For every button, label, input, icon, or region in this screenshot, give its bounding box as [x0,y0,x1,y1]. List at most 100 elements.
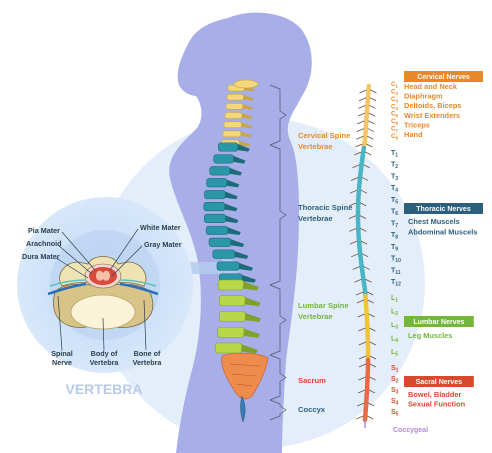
vertebra-label: Arachnoid [26,239,62,248]
spinous-process [241,122,253,128]
vertebra [216,261,240,271]
vertebra [208,237,232,247]
section-label-coccyx: Coccyx [298,405,326,414]
nerve-function: Leg Muscles [408,331,452,340]
cord-segment [363,293,371,363]
section-bracket-cervical [269,84,287,146]
vertebra [206,178,228,188]
nerve-root-label: S1 [391,365,399,374]
nerve-root-label: T6 [391,209,398,218]
vertebra [217,279,244,291]
nerve-root-label: L1 [391,295,398,304]
spinous-process [243,95,254,101]
vertebra [209,166,231,176]
nerve-root-label: S4 [391,398,399,407]
nerve-function: Diaphragm [404,92,443,101]
nerve-root-label: T7 [391,220,398,229]
nerve-badge-label: Lumbar Nerves [413,319,464,326]
spinous-process [244,313,262,322]
nerve-function: Deltoids, Biceps [404,101,462,110]
vertebra [213,154,234,164]
spinous-process [241,113,253,119]
vertebra [204,213,226,224]
vertebra [218,142,239,152]
coccygeal-label: Coccygeal [393,427,428,434]
nerve-root-label: T5 [391,197,398,206]
spinous-process [238,263,253,271]
nerve-root-label: T4 [391,185,398,194]
nerve-function: Chest Muscels [408,217,460,226]
section-bracket-sacrum [269,354,287,401]
section-bracket-coccyx [269,399,287,421]
spinous-process [227,227,241,236]
nerve-function: Head and Neck [404,82,458,91]
nerve-root-label: T2 [391,162,398,171]
cord-segment [355,145,368,299]
vertebra [203,201,226,212]
cord-segment [362,357,371,423]
vertebra [226,93,244,101]
nerve-function: Hand [404,130,423,139]
spinal-column [203,79,269,423]
vertebra [217,326,245,338]
nerve-badge-label: Cervical Nerves [417,74,470,81]
vertebra-label: White Mater [140,223,181,232]
spinous-process [242,281,259,291]
vertebra [205,225,229,235]
body-silhouette [169,12,312,453]
spinous-process [224,203,238,212]
vertebra-label: Gray Mater [144,240,182,249]
nerve-root-label: T3 [391,173,398,182]
section-bracket-lumbar [269,284,287,356]
nerve-badge-label: Thoracic Nerves [416,206,471,213]
vertebra-label: Dura Mater [22,252,60,261]
spinous-process [242,104,254,110]
vertebra [219,295,246,307]
nerve-root-label: L5 [391,349,398,358]
nerve-root-label: T1 [391,150,398,159]
nerve-root-label: C5 [391,111,398,119]
spinous-process [230,239,245,247]
nerve-root-label: L4 [391,336,398,345]
nerve-badge-lumbar [404,316,474,327]
cord-segment [361,83,372,151]
vertebra [218,311,246,322]
nerve-root-label: C1 [391,81,398,89]
spinous-process [241,344,258,354]
spinous-process [226,179,240,188]
spinal-cord: C1C2C3C4C5C6C7C8T1T2T3T4T5T6T7T8T9T10T11… [348,81,401,428]
spinous-process [240,131,252,138]
spinous-process [237,144,250,152]
nerve-root-label: C8 [391,133,398,141]
vertebra [214,342,243,354]
spinous-process [241,275,256,283]
nerve-root-label: T8 [391,232,398,241]
nerve-root-label: T11 [391,267,401,276]
vertebra [223,121,242,128]
sacrum-bone [221,352,269,400]
nerve-badge-sacral [404,376,474,387]
nerve-root-label: C3 [391,96,398,104]
spinous-process [225,215,239,224]
nerve-function: Abdominal Muscels [408,228,477,237]
nerve-root-label: S5 [391,409,399,418]
vertebra [212,249,236,259]
nerve-function: Wrist Extenders [404,111,460,120]
nerve-badge-label: Sacral Nerves [416,379,462,386]
vertebra [224,112,243,119]
nerve-root-label: C4 [391,103,398,111]
atlas [233,79,259,89]
nerve-root-label: T12 [391,279,401,288]
nerve-root-label: L3 [391,322,398,331]
vertebra-title: VERTEBRA [65,381,142,397]
nerve-function: Triceps [404,120,430,129]
nerve-root-label: S3 [391,387,399,396]
vertebra-label: Pia Mater [28,226,60,235]
spinous-process [229,167,242,176]
